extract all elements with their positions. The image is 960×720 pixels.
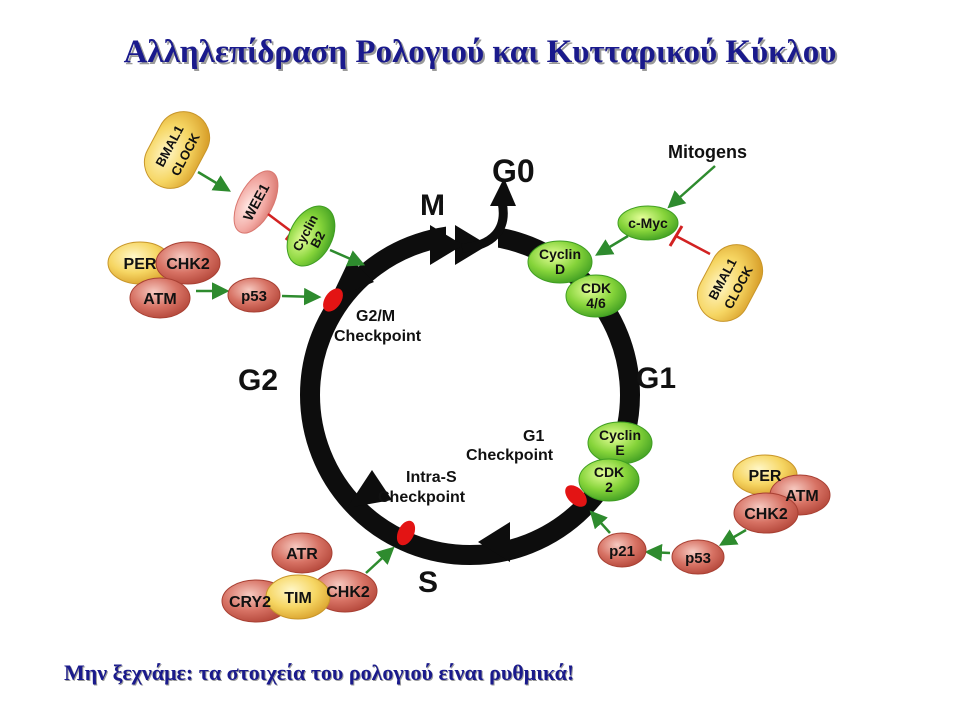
tim-node <box>265 574 331 620</box>
checkpoint-label-g2m-line1: G2/M <box>356 308 395 325</box>
phase-label-g1: G1 <box>636 362 676 395</box>
label-cmyc: c-Myc <box>628 215 668 231</box>
label-cyclin-e-line2: E <box>615 442 624 458</box>
label-p21: p21 <box>609 543 635 560</box>
cell-cycle-ring <box>300 178 640 565</box>
arrow-chk2-to-intra-s <box>365 546 395 574</box>
g0-exit-arrow <box>461 201 508 253</box>
label-cdk2-line1: CDK <box>594 464 624 480</box>
phase-label-s: S <box>418 566 438 599</box>
chk2-node-right <box>733 492 799 534</box>
phase-label-m: M <box>420 189 445 222</box>
arrow-mitogens-to-cmyc <box>667 165 716 209</box>
g0-arrowhead <box>490 178 516 206</box>
bmal1-clock-pill-top-left: BMAL1 CLOCK <box>143 111 211 189</box>
label-cdk46-line1: CDK <box>581 280 611 296</box>
cdk2-node <box>578 458 640 502</box>
arrow-chk2-to-p53-right <box>718 528 747 546</box>
label-cdk46-line2: 4/6 <box>586 295 606 311</box>
arrow-p21-to-g1-checkpoint <box>589 510 611 534</box>
inhibit-bar-cmyc <box>668 225 684 247</box>
label-atm-left: ATM <box>143 291 176 308</box>
chk2-node-left <box>155 241 221 285</box>
cyclin-b2-node: Cyclin B2 <box>286 205 336 267</box>
ring-arrowhead-left <box>347 470 392 508</box>
label-p53-right: p53 <box>685 550 711 567</box>
p21-node <box>597 532 647 568</box>
atr-tim-cry2-chk2-cluster: ATR CRY2 TIM CHK2 <box>221 532 378 623</box>
atm-node-left <box>129 277 191 319</box>
label-per-left: PER <box>124 256 157 273</box>
cyclin-d-node <box>527 240 593 284</box>
arrow-bmal1-to-wee1 <box>197 170 232 192</box>
ring-arrowhead-m <box>430 225 463 265</box>
phase-label-g2: G2 <box>238 364 278 397</box>
checkpoint-mark-g2m <box>323 288 343 312</box>
label-atm-right: ATM <box>785 488 818 505</box>
per-chk2-atm-cluster-left: PER CHK2 ATM <box>107 241 221 319</box>
label-cyclin-d-line2: D <box>555 261 565 277</box>
label-chk2-right: CHK2 <box>744 506 788 523</box>
label-p53-left: p53 <box>241 288 267 305</box>
arrow-cyclin-b2-to-ring <box>329 248 366 267</box>
arrow-p53-to-g2m <box>281 287 322 306</box>
footer-note: Μην ξεχνάμε: τα στοιχεία του ρολογιού εί… <box>64 660 575 685</box>
label-chk2-bottom: CHK2 <box>326 584 370 601</box>
arrow-p53-to-p21 <box>644 543 671 562</box>
checkpoint-label-g2m-line2: Checkpoint <box>334 328 422 345</box>
label-cry2: CRY2 <box>229 594 271 611</box>
checkpoint-label-g1-line1: G1 <box>523 428 544 445</box>
checkpoint-mark-g1 <box>565 485 587 507</box>
checkpoint-mark-intra-s <box>396 520 416 546</box>
phase-label-g0: G0 <box>492 153 535 189</box>
slide-title: Αλληλεπίδραση Ρολογιού και Κυτταρικού Κύ… <box>123 34 837 70</box>
label-mitogens: Mitogens <box>668 142 747 162</box>
label-chk2-left: CHK2 <box>166 256 210 273</box>
checkpoint-label-intra-s-line1: Intra-S <box>406 469 457 486</box>
cdk46-node <box>565 274 627 318</box>
label-cyclin-e-line1: Cyclin <box>599 427 641 443</box>
label-tim: TIM <box>284 590 312 607</box>
label-cyclin-d-line1: Cyclin <box>539 246 581 262</box>
p53-node-left <box>227 277 281 313</box>
per-atm-chk2-cluster-right: PER ATM CHK2 <box>732 454 831 534</box>
checkpoint-label-intra-s-line2: Checkpoint <box>378 489 466 506</box>
inhibit-wee1-cyclin-b2 <box>267 213 293 233</box>
ring-arrowhead-bottom <box>478 522 510 562</box>
atr-node <box>271 532 333 574</box>
label-atr: ATR <box>286 546 318 563</box>
checkpoint-label-g1-line2: Checkpoint <box>466 447 554 464</box>
label-cyclin-b2-line2: B2 <box>307 229 328 251</box>
p53-node-right <box>671 539 725 575</box>
arrow-cmyc-to-cyclin-d <box>594 234 629 256</box>
wee1-node: WEE1 <box>233 170 279 234</box>
cmyc-node <box>617 205 679 241</box>
inhibit-bmal1-cmyc <box>675 234 711 256</box>
label-per-right: PER <box>749 468 782 485</box>
label-cdk2-line2: 2 <box>605 479 613 495</box>
ring-arrowhead-g2m <box>330 258 374 300</box>
